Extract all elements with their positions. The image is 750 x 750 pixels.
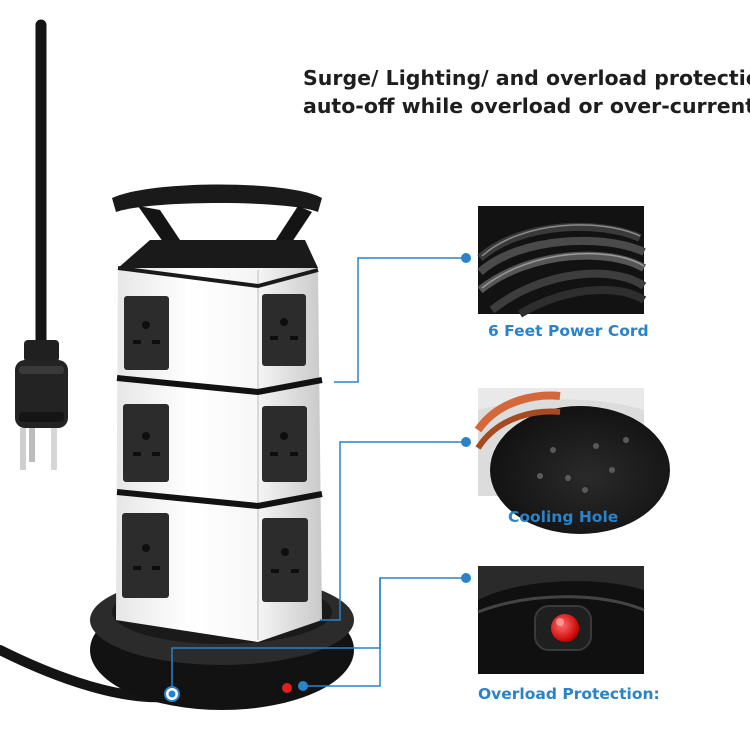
socket-left-2 (123, 404, 169, 482)
callout-label-overload: Overload Protection: (478, 685, 660, 703)
headline-line-1: Surge/ Lighting/ and overload protection (303, 66, 750, 90)
coiled-cable-photo (477, 206, 647, 318)
callout-connectors (171, 257, 466, 696)
connector-dots (164, 253, 471, 702)
callout-label-power-cord: 6 Feet Power Cord (488, 322, 649, 340)
base-vent-photo (474, 388, 670, 534)
socket-right-1 (262, 294, 306, 366)
overload-switch-icon (276, 680, 298, 696)
headline-line-2: auto-off while overload or over-current (303, 94, 750, 118)
callout-label-cooling-hole: Cooling Hole (508, 508, 619, 526)
red-switch-photo (477, 566, 645, 674)
headline: Surge/ Lighting/ and overload protection… (303, 64, 750, 120)
connector-overload (303, 578, 381, 687)
connector-cord (334, 257, 466, 383)
carry-handle (112, 184, 322, 268)
socket-outlets (122, 294, 308, 602)
connector-cooling (320, 441, 466, 621)
socket-right-2 (262, 406, 307, 482)
socket-left-3 (122, 513, 169, 598)
socket-left-1 (124, 296, 169, 370)
socket-right-3 (262, 518, 308, 602)
plug-icon (15, 340, 68, 470)
